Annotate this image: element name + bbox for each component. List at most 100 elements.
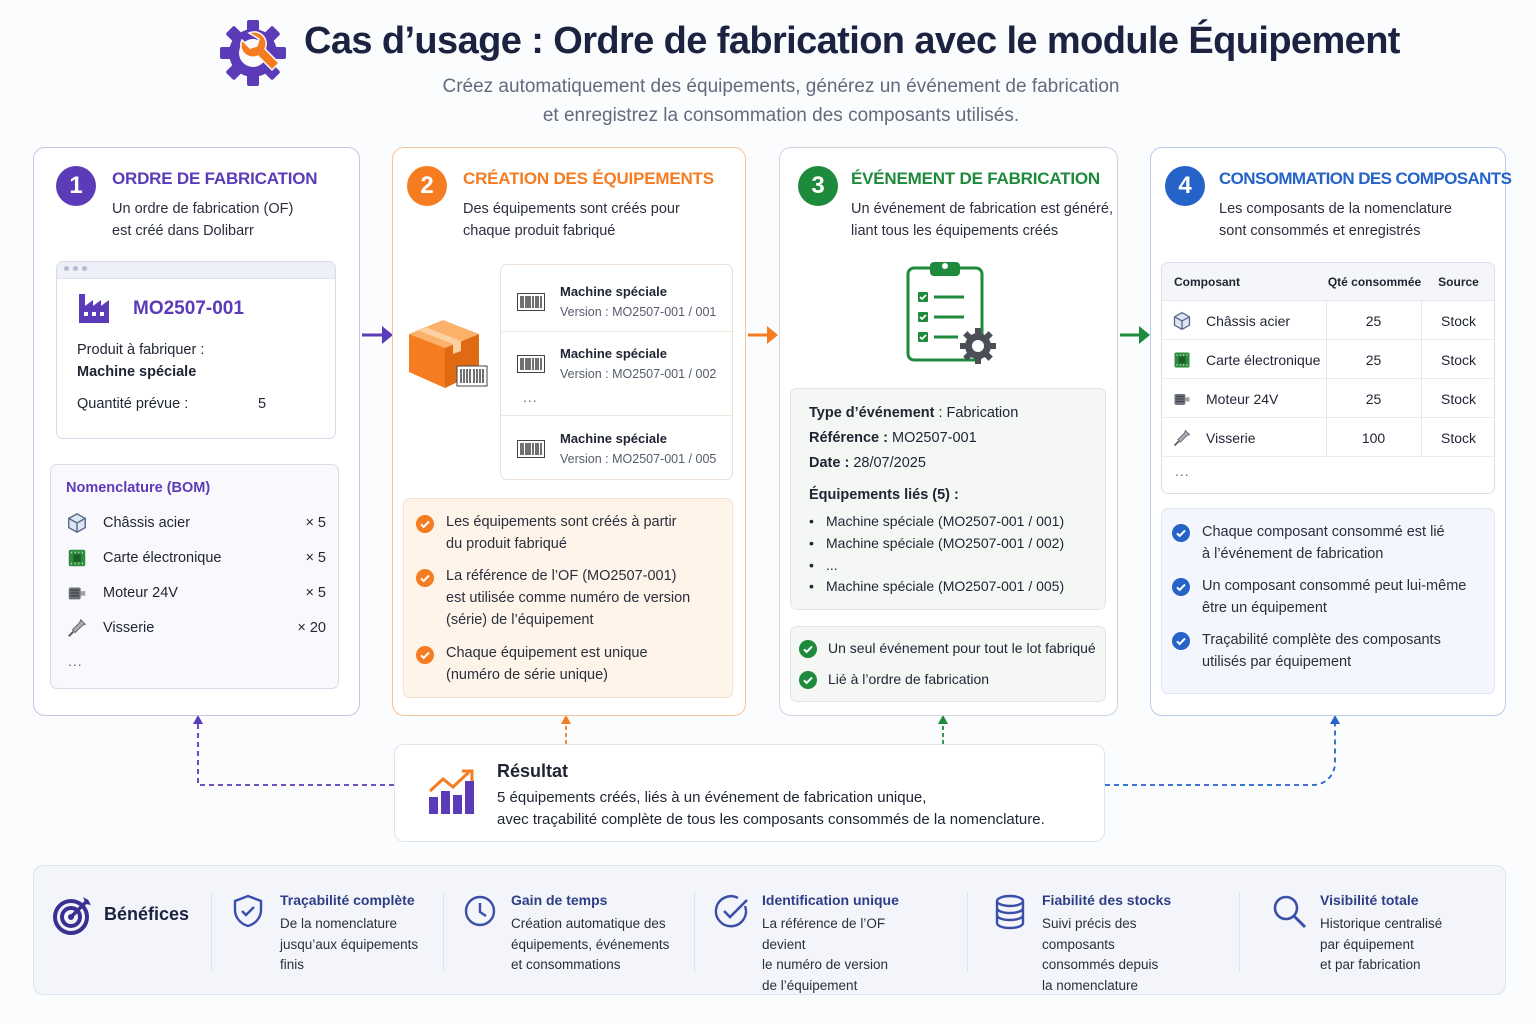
note-item: Un composant consommé peut lui-même être…	[1172, 575, 1466, 619]
note-item: La référence de l’OF (MO2507-001) est ut…	[416, 565, 690, 631]
table-more: ...	[1175, 463, 1190, 479]
package-icon	[405, 314, 489, 394]
cube-icon	[1172, 311, 1192, 331]
bom-more: ...	[68, 653, 83, 669]
event-details: Type d’événement : Fabrication Référence…	[790, 388, 1106, 610]
step-1-number: 1	[56, 166, 96, 206]
motor-icon	[1172, 389, 1192, 409]
arrow-3-to-4	[1120, 326, 1150, 344]
note-item: Lié à l’ordre de fabrication	[799, 671, 989, 687]
factory-icon	[77, 290, 115, 324]
linked-equipment-item: Machine spéciale (MO2507-001 / 002)	[809, 535, 1064, 551]
arrow-1-to-2	[362, 326, 393, 344]
gear-wrench-icon	[218, 18, 288, 88]
check-circle-icon	[714, 895, 748, 928]
arrow-2-to-3	[748, 326, 778, 344]
step-3-number: 3	[798, 166, 838, 206]
target-icon	[52, 894, 94, 936]
quantity-value: 5	[258, 396, 267, 412]
page-subtitle-line-2: et enregistrez la consommation des compo…	[542, 105, 1020, 126]
page-title: Cas d’usage : Ordre de fabrication avec …	[304, 20, 1400, 62]
benefits-title: Bénéfices	[104, 904, 190, 924]
linked-equipment-item: Machine spéciale (MO2507-001 / 001)	[809, 513, 1064, 529]
step-2-panel: 2 CRÉATION DES ÉQUIPEMENTS Des équipemen…	[392, 147, 746, 716]
screw-icon	[66, 617, 88, 639]
event-type: Type d’événement : Fabrication	[809, 405, 1019, 421]
check-icon	[416, 646, 434, 664]
step-1-title: ORDRE DE FABRICATION	[112, 169, 318, 188]
check-icon	[416, 569, 434, 587]
step-2-description: Des équipements sont créés pour chaque p…	[463, 201, 680, 239]
cube-icon	[66, 512, 88, 534]
manufacturing-order-card: MO2507-001 Produit à fabriquer : Machine…	[56, 261, 336, 439]
check-icon	[1172, 632, 1190, 650]
table-header: Composant Qté consommée Source	[1162, 263, 1494, 301]
bom-item: Moteur 24V× 5	[66, 582, 326, 606]
step-1-description: Un ordre de fabrication (OF) est créé da…	[112, 201, 294, 239]
database-icon	[995, 894, 1025, 930]
check-icon	[416, 515, 434, 533]
result-text: 5 équipements créés, liés à un événement…	[497, 789, 1045, 828]
product-label: Produit à fabriquer :	[77, 342, 205, 358]
step-3-panel: 3 ÉVÉNEMENT DE FABRICATION Un événement …	[779, 147, 1118, 716]
equipment-more: ...	[523, 389, 538, 405]
bom-item: Carte électronique× 5	[66, 547, 326, 571]
consumption-table: Composant Qté consommée Source Châssis a…	[1161, 262, 1495, 494]
bom-item: Châssis acier× 5	[66, 512, 326, 536]
result-box: Résultat 5 équipements créés, liés à un …	[394, 744, 1105, 842]
bom-title: Nomenclature (BOM)	[66, 480, 211, 496]
linked-equipment-label: Équipements liés (5) :	[809, 487, 959, 503]
benefits-bar: Bénéfices Traçabilité complète De la nom…	[33, 865, 1506, 995]
event-reference: Référence : MO2507-001	[809, 430, 977, 446]
step-2-notes: Les équipements sont créés à partir du p…	[403, 498, 733, 698]
quantity-label: Quantité prévue :	[77, 396, 189, 412]
step-3-description: Un événement de fabrication est généré, …	[851, 201, 1113, 239]
result-title: Résultat	[497, 761, 569, 781]
note-item: Les équipements sont créés à partir du p…	[416, 511, 677, 555]
clipboard-checklist-icon	[902, 258, 1002, 368]
step-4-description: Les composants de la nomenclature sont c…	[1219, 201, 1452, 239]
barcode-icon	[517, 355, 545, 373]
window-bar	[57, 262, 335, 279]
note-item: Un seul événement pour tout le lot fabri…	[799, 640, 1096, 656]
step-3-notes: Un seul événement pour tout le lot fabri…	[790, 626, 1106, 702]
linked-equipment-item: Machine spéciale (MO2507-001 / 005)	[809, 578, 1064, 594]
step-4-panel: 4 CONSOMMATION DES COMPOSANTS Les compos…	[1150, 147, 1512, 716]
circuit-board-icon	[1172, 350, 1192, 370]
step-2-number: 2	[407, 166, 447, 206]
product-value: Machine spéciale	[77, 364, 197, 380]
mo-reference: MO2507-001	[133, 298, 244, 319]
check-icon	[1172, 524, 1190, 542]
page-subtitle-line-1: Créez automatiquement des équipements, g…	[442, 76, 1120, 97]
check-icon	[799, 640, 817, 658]
bom-card: Nomenclature (BOM) Châssis acier× 5 Cart…	[50, 464, 339, 689]
growth-chart-icon	[427, 769, 475, 815]
note-item: Traçabilité complète des composants util…	[1172, 629, 1441, 673]
step-1-panel: 1 ORDRE DE FABRICATION Un ordre de fabri…	[33, 147, 360, 716]
result-link-1	[197, 722, 394, 786]
check-icon	[1172, 578, 1190, 596]
bom-item: Visserie× 20	[66, 617, 326, 641]
note-item: Chaque équipement est unique (numéro de …	[416, 642, 648, 686]
barcode-icon	[517, 293, 545, 311]
shield-check-icon	[233, 894, 263, 928]
linked-equipment-item: ...	[809, 557, 838, 573]
check-icon	[799, 671, 817, 689]
step-4-number: 4	[1165, 166, 1205, 206]
step-4-notes: Chaque composant consommé est lié à l’év…	[1161, 508, 1495, 694]
motor-icon	[66, 582, 88, 604]
result-link-4	[1105, 722, 1336, 786]
barcode-icon	[517, 440, 545, 458]
screw-icon	[1172, 428, 1192, 448]
step-4-title: CONSOMMATION DES COMPOSANTS	[1219, 169, 1512, 188]
circuit-board-icon	[66, 547, 88, 569]
step-2-title: CRÉATION DES ÉQUIPEMENTS	[463, 169, 714, 188]
